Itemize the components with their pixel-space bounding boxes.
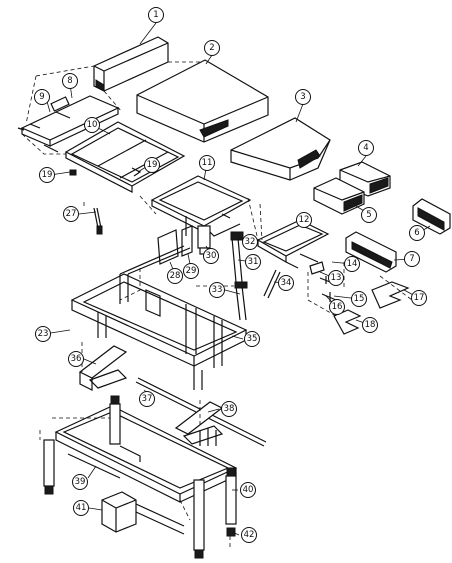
svg-text:16: 16	[332, 302, 343, 312]
svg-text:10: 10	[87, 120, 98, 130]
callout-13: 13	[328, 270, 344, 286]
callout-12: 12	[296, 212, 312, 228]
callout-28: 28	[167, 268, 183, 284]
callout-15: 15	[351, 291, 367, 307]
svg-text:1: 1	[153, 10, 158, 20]
callout-30: 30	[203, 248, 219, 264]
callout-14: 14	[344, 256, 360, 272]
callout-10: 10	[84, 117, 100, 133]
callout-23: 23	[35, 326, 51, 342]
arm-pad-right	[412, 198, 451, 235]
svg-text:31: 31	[248, 257, 259, 267]
svg-text:35: 35	[247, 334, 258, 344]
svg-text:30: 30	[206, 251, 217, 261]
head-frame	[17, 95, 120, 153]
arm-pad-left	[345, 231, 397, 273]
svg-text:33: 33	[212, 285, 223, 295]
callout-34: 34	[278, 275, 294, 291]
caster-legs	[43, 395, 237, 559]
callout-38: 38	[221, 401, 237, 417]
svg-text:36: 36	[71, 354, 82, 364]
callout-42: 42	[241, 527, 257, 543]
callout-3: 3	[295, 89, 311, 105]
svg-text:18: 18	[365, 320, 376, 330]
svg-text:32: 32	[245, 237, 256, 247]
callout-4: 4	[358, 140, 374, 156]
svg-text:19: 19	[147, 160, 158, 170]
svg-text:6: 6	[414, 228, 419, 238]
seat-cushion	[230, 117, 331, 181]
svg-text:37: 37	[142, 394, 153, 404]
svg-text:3: 3	[300, 92, 305, 102]
callout-40: 40	[240, 482, 256, 498]
part-callouts: 1 2 3 4 5 6 7 8 9 10 11 12 13 14 15 16 1…	[34, 7, 427, 543]
svg-text:34: 34	[281, 278, 292, 288]
rod-27	[93, 207, 103, 235]
svg-text:23: 23	[38, 329, 49, 339]
callout-39: 39	[72, 474, 88, 490]
small-hardware	[309, 261, 410, 335]
svg-text:39: 39	[75, 477, 86, 487]
svg-text:13: 13	[331, 273, 342, 283]
svg-text:19: 19	[42, 170, 53, 180]
svg-text:8: 8	[67, 76, 72, 86]
svg-text:42: 42	[244, 530, 255, 540]
svg-text:40: 40	[243, 485, 254, 495]
svg-text:15: 15	[354, 294, 365, 304]
callout-1: 1	[148, 7, 164, 23]
callout-32: 32	[242, 234, 258, 250]
svg-text:29: 29	[186, 266, 197, 276]
callout-31: 31	[245, 254, 261, 270]
callout-11: 11	[199, 155, 215, 171]
svg-text:5: 5	[366, 210, 371, 220]
svg-text:4: 4	[363, 143, 368, 153]
callout-5: 5	[361, 207, 377, 223]
lift-arm-left	[78, 345, 128, 391]
svg-text:17: 17	[414, 293, 425, 303]
lift-arm-right	[174, 401, 224, 446]
clips	[69, 167, 142, 177]
assembly-guide-lines	[21, 61, 413, 548]
svg-text:41: 41	[76, 503, 87, 513]
callout-8: 8	[62, 73, 78, 89]
svg-text:14: 14	[347, 259, 358, 269]
svg-text:28: 28	[170, 271, 181, 281]
svg-text:9: 9	[39, 92, 44, 102]
head-cushion	[93, 36, 169, 92]
callout-2: 2	[204, 40, 220, 56]
callout-18: 18	[362, 317, 378, 333]
back-cushion	[136, 59, 269, 143]
callout-19a: 19	[144, 157, 160, 173]
callout-33: 33	[209, 282, 225, 298]
callout-16: 16	[329, 299, 345, 315]
callout-37: 37	[139, 391, 155, 407]
motor-box	[101, 491, 185, 535]
leg-pads	[313, 161, 391, 215]
svg-text:7: 7	[409, 254, 414, 264]
svg-text:27: 27	[66, 209, 77, 219]
callout-29: 29	[183, 263, 199, 279]
callout-36: 36	[68, 351, 84, 367]
svg-text:11: 11	[202, 158, 213, 168]
callout-6: 6	[409, 225, 425, 241]
callout-19b: 19	[39, 167, 55, 183]
base-frame-upper	[70, 245, 248, 390]
back-frame	[64, 121, 186, 193]
svg-text:38: 38	[224, 404, 235, 414]
callout-35: 35	[244, 331, 260, 347]
svg-text:12: 12	[299, 215, 310, 225]
callout-17: 17	[411, 290, 427, 306]
callout-7: 7	[404, 251, 420, 267]
svg-text:2: 2	[209, 43, 214, 53]
callout-9: 9	[34, 89, 50, 105]
callout-41: 41	[73, 500, 89, 516]
leg-bracket	[256, 219, 330, 269]
callout-27: 27	[63, 206, 79, 222]
